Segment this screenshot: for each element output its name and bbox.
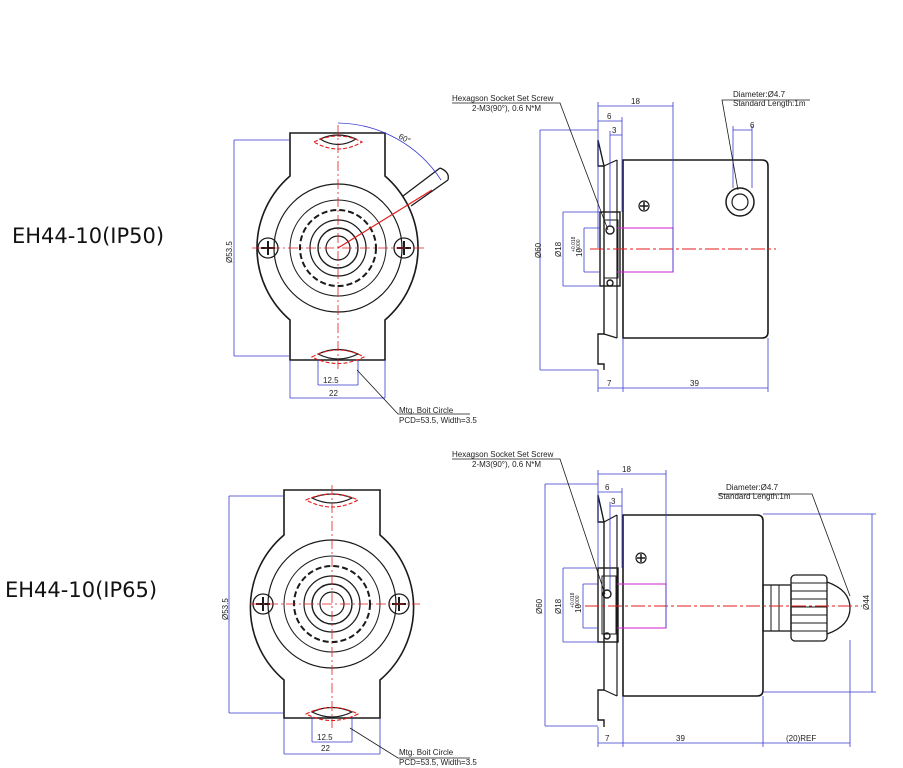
shaft-tol-minus: 0.000 [576,239,582,252]
dim-3-label: 3 [611,497,616,506]
body-screw-icon [635,552,647,564]
model-label-ip65: EH44-10(IP65) [5,578,158,602]
cable-diameter: Diameter:Ø4.7 [726,483,779,492]
dim-7-label: 7 [605,734,610,743]
dim-3-label: 3 [612,126,617,135]
shaft-10-label: 10 [575,248,584,257]
front-view-ip50: 60° Ø53.5 12.5 22 Mtg. Boit Circle PCD=5… [225,122,477,425]
width-22-label: 22 [329,389,338,398]
bolt-circle-title: Mtg. Boit Circle [399,406,454,415]
body-screw-icon [638,200,650,212]
dim-39-label: 39 [676,734,685,743]
mounting-slot-bottom [310,348,366,365]
dia-60-label: Ø60 [535,598,544,614]
shaft-tol-plus: +0.018 [570,592,576,608]
set-screw-value: 2-M3(90°), 0.6 N*M [472,460,541,469]
width-12-5-label: 12.5 [317,733,333,742]
dim-6-label: 6 [607,112,612,121]
ref-20-label: (20)REF [786,734,816,743]
dia-53-5-label: Ø53.5 [225,241,234,263]
mounting-slot-top [312,134,364,150]
bolt-circle-title: Mtg. Boit Circle [399,748,454,757]
dim-18-label: 18 [631,97,640,106]
dia-60-label: Ø60 [534,242,543,258]
cable-gland-icon [725,187,755,217]
dia-18-label: Ø18 [554,598,563,614]
dia-53-5-label: Ø53.5 [221,598,230,620]
mounting-slot-top [304,493,360,508]
mounting-slot-bottom [304,706,360,722]
cable-length: Standard Length:1m [733,99,806,108]
shaft-tol-minus: 0.000 [575,595,581,608]
side-view-ip50: 18 6 3 6 Ø60 Ø18 10 +0.018 0.000 7 39 He… [452,90,810,392]
dim-7-label: 7 [607,379,612,388]
angle-60-label: 60° [397,132,412,146]
dim-39-label: 39 [690,379,699,388]
front-view-ip65: Ø53.5 12.5 22 Mtg. Boit Circle PCD=53.5,… [221,485,477,767]
set-screw-value: 2-M3(90°), 0.6 N*M [472,104,541,113]
dia-44-label: Ø44 [862,594,871,610]
side-view-ip65: 18 6 3 Ø60 Ø18 10 +0.018 0.000 Ø44 7 39 … [452,450,876,747]
cable-diameter: Diameter:Ø4.7 [733,90,786,99]
cable-6-label: 6 [750,121,755,130]
cable-length: Standard Length:1m [718,492,791,501]
shaft-tol-plus: +0.018 [571,236,577,252]
dia-18-label: Ø18 [554,241,563,257]
set-screw-title: Hexagson Socket Set Screw [452,94,554,103]
width-12-5-label: 12.5 [323,376,339,385]
width-22-label: 22 [321,744,330,753]
bolt-circle-value: PCD=53.5, Width=3.5 [399,416,477,425]
shaft-10-label: 10 [574,604,583,613]
dim-6-label: 6 [605,483,610,492]
cable-gland-icon [762,574,851,642]
dim-18-label: 18 [622,465,631,474]
bolt-circle-value: PCD=53.5, Width=3.5 [399,758,477,767]
set-screw-title: Hexagson Socket Set Screw [452,450,554,459]
model-label-ip50: EH44-10(IP50) [12,224,165,248]
